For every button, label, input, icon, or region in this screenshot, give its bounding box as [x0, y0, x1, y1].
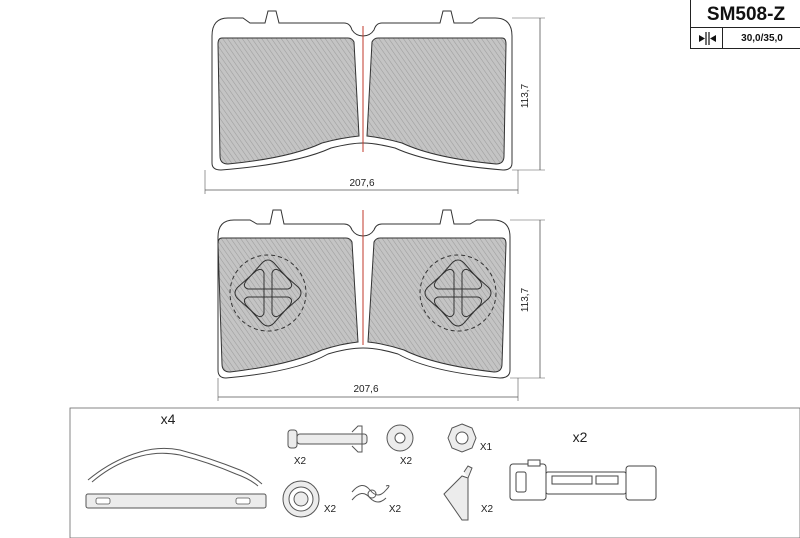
- part-number: SM508-Z: [691, 0, 800, 28]
- thickness-arrows-icon: [699, 32, 716, 45]
- title-block: SM508-Z 30,0/35,0: [690, 0, 800, 49]
- nut-qty-label: X1: [480, 442, 493, 453]
- brake-pad-bottom-view: 113,7 207,6: [217, 209, 545, 401]
- pin-icon: [287, 425, 368, 453]
- washer-qty-label: X2: [400, 456, 413, 467]
- thickness-value: 30,0/35,0: [741, 33, 783, 44]
- pin-qty-label: X2: [294, 456, 307, 467]
- height-label: 113,7: [520, 287, 531, 312]
- wear-sensor-icon: [509, 459, 657, 501]
- nut-icon: [447, 423, 477, 453]
- spring-wire-icon: [87, 447, 263, 487]
- friction-block-left: [217, 37, 360, 165]
- spring-qty-label: x4: [161, 411, 176, 427]
- friction-block-right: [366, 37, 507, 165]
- width-label: 207,6: [349, 178, 374, 189]
- recess-right: [419, 254, 497, 332]
- recess-left: [229, 254, 307, 332]
- brake-pad-top-view: 113,7 207,6: [204, 10, 545, 194]
- retainer-plate-icon: [85, 493, 267, 509]
- wedge-clip-icon: [443, 465, 473, 521]
- wedge-qty-label: X2: [481, 504, 494, 515]
- spring-clip-icon: [351, 485, 390, 503]
- retainer-qty-label: X2: [324, 504, 337, 515]
- thickness-icon-cell: [691, 28, 723, 49]
- retaining-ring-icon: [282, 480, 320, 518]
- accessories-frame: [69, 407, 800, 538]
- height-label: 113,7: [520, 83, 531, 108]
- thickness-row: 30,0/35,0: [691, 28, 800, 49]
- clip-qty-label: X2: [389, 504, 402, 515]
- friction-block-left: [217, 237, 359, 373]
- sensor-qty-label: x2: [573, 429, 588, 445]
- width-label: 207,6: [353, 384, 378, 395]
- washer-icon: [386, 424, 414, 452]
